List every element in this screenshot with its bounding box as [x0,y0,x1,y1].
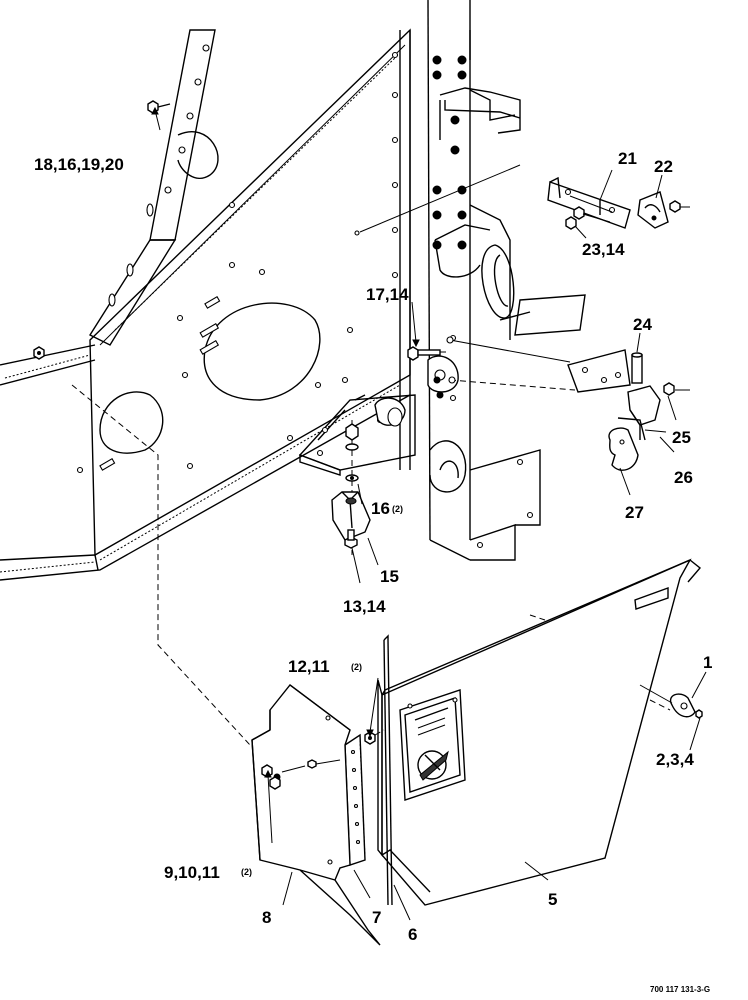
pin-24 [631,352,643,384]
figure-id: 700 117 131-3-G [650,985,710,994]
callout-12-11-qty: (2) [351,662,362,672]
hinge-rod [383,634,393,906]
clip-22 [637,191,669,229]
callout-5: 5 [548,890,557,909]
callout-12-11: 12,11 [288,657,330,676]
callout-21: 21 [618,149,637,168]
callout-6: 6 [408,925,417,944]
callout-17-14: 17,14 [366,285,409,304]
alignment-line [71,384,251,746]
bolt-13 [344,529,358,549]
latch-bracket [446,336,631,393]
hook-27 [608,427,639,471]
nut-25 [663,382,690,396]
callout-25: 25 [672,428,691,447]
nut-22 [669,200,690,213]
callout-13-14: 13,14 [343,597,386,616]
bolt-23 [565,206,611,230]
door-panel [377,558,702,906]
callout-16-qty: (2) [392,504,403,514]
side-panel [0,28,411,581]
callout-1: 1 [703,653,712,672]
callout-27: 27 [625,503,644,522]
callout-9-10-11-qty: (2) [241,867,252,877]
hinge-strip [344,733,366,866]
callout-18-16-19-20: 18,16,19,20 [34,155,124,174]
mounting-bracket [298,355,459,476]
callout-9-10-11: 9,10,11 [164,863,220,882]
bracket-21 [547,176,631,229]
callout-2-3-4: 2,3,4 [656,750,694,769]
callout-22: 22 [654,157,673,176]
post-hole [354,230,360,236]
callout-labels: 18,16,19,20 21 22 23,14 17,14 24 25 26 2… [34,149,712,994]
leader-lines [151,106,707,921]
callout-8: 8 [262,908,271,927]
leader-21-post [359,164,521,233]
callout-7: 7 [372,908,381,927]
clip-1 [639,684,703,719]
callout-24: 24 [633,315,652,334]
callout-26: 26 [674,468,693,487]
bolt-17 [407,346,450,361]
vertical-post [399,0,586,561]
callout-16: 16 [371,499,390,518]
callout-23-14: 23,14 [582,240,625,259]
bushing-15 [331,491,371,541]
latch-26 [617,385,667,441]
callout-15: 15 [380,567,399,586]
frame-arm [88,29,219,346]
shield-8 [251,684,381,946]
